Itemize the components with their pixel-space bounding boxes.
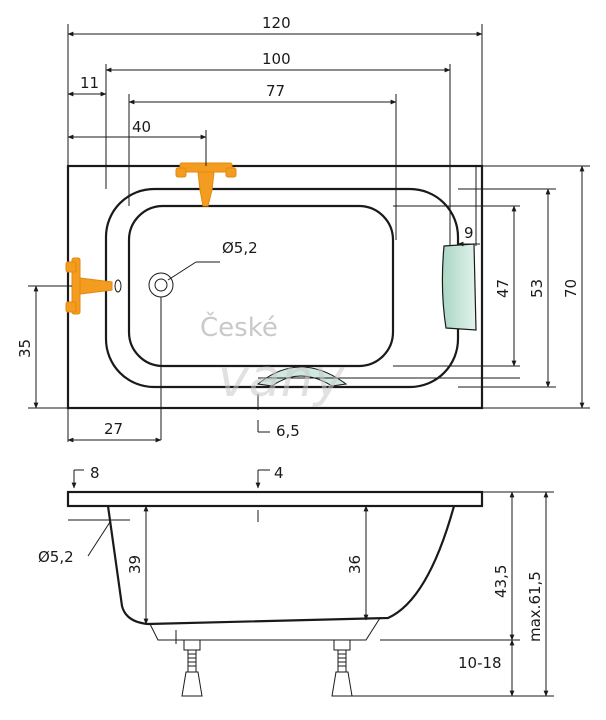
tub-rim-side <box>66 490 484 508</box>
dim-depth-outer: 39 <box>126 555 144 574</box>
drain-inner <box>154 278 168 292</box>
tub-outline-top <box>66 164 484 410</box>
dim-drain-position: 27 <box>104 420 123 438</box>
dim-inner-width: 47 <box>494 279 512 298</box>
dim-height: 43,5 <box>492 565 510 598</box>
dim-mid-width: 53 <box>528 279 546 298</box>
dim-overflow-diameter: Ø5,2 <box>38 548 74 566</box>
dim-overall-length: 120 <box>262 14 291 32</box>
dim-max-height: max.61,5 <box>526 571 544 642</box>
watermark-line2: vany <box>218 349 346 409</box>
faucet-top-icon <box>175 162 237 207</box>
leg-left <box>181 639 203 697</box>
dim-leg-adjust: 10-18 <box>458 654 502 672</box>
watermark-line1: České <box>200 311 278 343</box>
leg-right <box>331 639 353 697</box>
dim-rim-left: 8 <box>90 464 100 482</box>
dim-offset-left: 11 <box>80 74 99 92</box>
dim-overall-width: 70 <box>562 279 580 298</box>
faucet-left-icon <box>65 257 122 315</box>
tub-shell-side <box>106 505 456 626</box>
top-view: 120 100 77 11 40 27 Ø5,2 9 6,5 35 47 53 … <box>16 14 590 443</box>
basin-bottom <box>127 204 395 368</box>
dim-drain-diameter: Ø5,2 <box>222 239 258 257</box>
dim-rim-width: 9 <box>464 224 474 242</box>
drain-outer <box>148 272 174 298</box>
side-view: 8 4 Ø5,2 10-18 39 36 43,5 max.61,5 <box>38 464 554 697</box>
dim-drain-height: 35 <box>16 339 34 358</box>
dim-inner-length: 100 <box>262 50 291 68</box>
dim-bottom-length: 77 <box>266 82 285 100</box>
dim-depth-inner: 36 <box>346 555 364 574</box>
headrest <box>441 243 477 331</box>
dim-rim-top: 4 <box>274 464 284 482</box>
dim-tap-position: 40 <box>132 118 151 136</box>
dim-edge-offset: 6,5 <box>276 422 300 440</box>
